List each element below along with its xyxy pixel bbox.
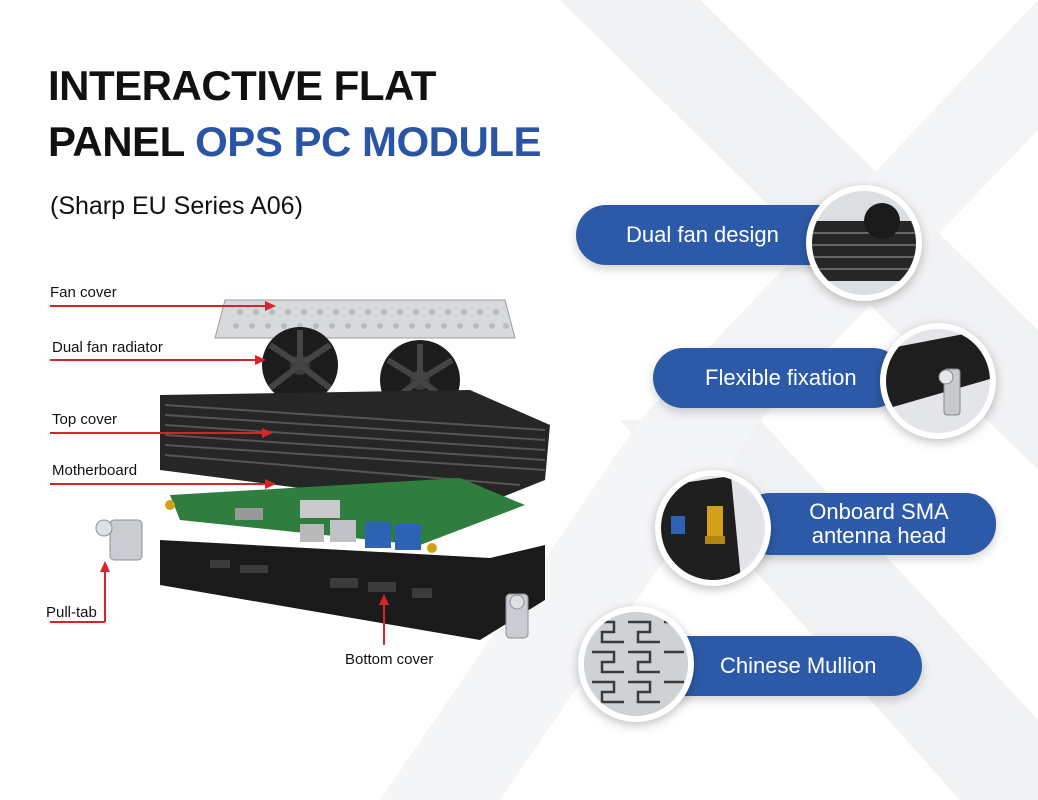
- feature-image-dual-fan: [806, 185, 922, 301]
- page-title: INTERACTIVE FLAT PANEL OPS PC MODULE: [48, 58, 542, 170]
- feature-label: Flexible fixation: [705, 365, 857, 390]
- feature-pill-dual-fan-design: Dual fan design: [576, 205, 846, 265]
- feature-label: Dual fan design: [626, 222, 779, 247]
- motherboard-image: [165, 478, 525, 553]
- feature-label-line-1: Onboard SMA: [809, 499, 949, 524]
- feature-label: Chinese Mullion: [720, 653, 877, 678]
- callout-top-cover: Top cover: [52, 411, 118, 428]
- radiator-image: [160, 327, 550, 510]
- feature-pill-flexible-fixation: Flexible fixation: [653, 348, 903, 408]
- title-line-2: PANEL OPS PC MODULE: [48, 114, 542, 170]
- callout-bottom-cover: Bottom cover: [345, 651, 434, 668]
- sma-antenna-image: [655, 470, 771, 586]
- pull-tab-image: [95, 519, 529, 639]
- title-line-2-plain: PANEL: [48, 118, 196, 165]
- title-line-2-accent: OPS PC MODULE: [195, 118, 542, 165]
- title-line-1: INTERACTIVE FLAT: [48, 62, 436, 109]
- callout-pull-tab: Pull-tab: [46, 604, 97, 621]
- chassis-image: [160, 540, 545, 640]
- feature-label-line-2: antenna head: [811, 523, 947, 548]
- callout-fan-cover: Fan cover: [50, 284, 117, 301]
- mullion-grille-image: [578, 606, 694, 722]
- feature-image-fixation: [880, 323, 996, 439]
- page-subtitle: (Sharp EU Series A06): [50, 192, 303, 220]
- feature-pill-sma-antenna: Onboard SMA antenna head: [740, 493, 996, 555]
- callout-motherboard: Motherboard: [52, 462, 138, 479]
- callout-dual-fan-radiator: Dual fan radiator: [52, 339, 163, 356]
